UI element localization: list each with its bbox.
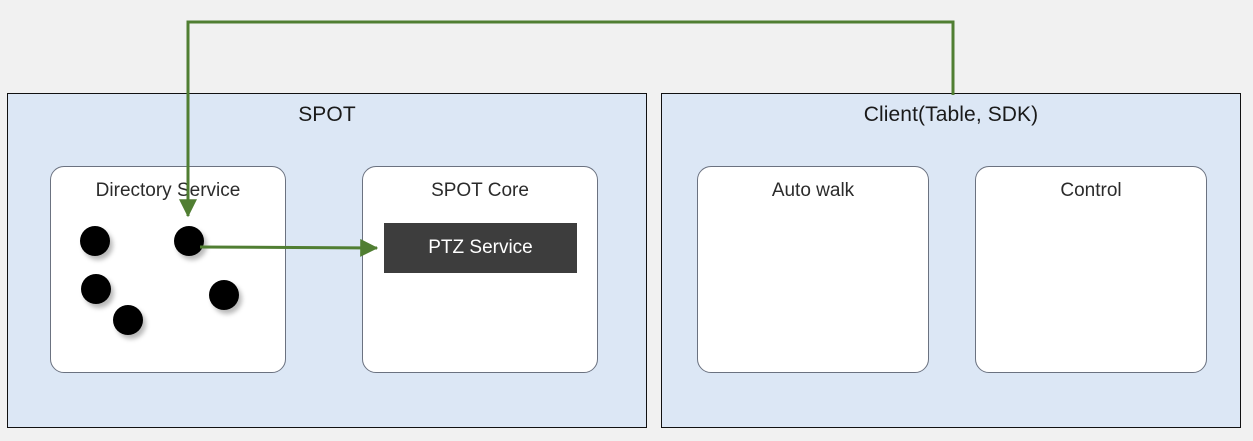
group-client-title: Client(Table, SDK) xyxy=(863,103,1039,126)
service-dot[interactable] xyxy=(80,226,110,256)
node-directory-service[interactable]: Directory Service xyxy=(50,166,286,373)
node-auto-walk-label: Auto walk xyxy=(771,180,855,201)
chip-ptz-service[interactable]: PTZ Service xyxy=(384,223,577,273)
node-control[interactable]: Control xyxy=(975,166,1207,373)
node-spot-core-label: SPOT Core xyxy=(431,180,529,201)
service-dot[interactable] xyxy=(209,280,239,310)
service-dot[interactable] xyxy=(113,305,143,335)
chip-ptz-service-label: PTZ Service xyxy=(428,237,533,258)
node-auto-walk[interactable]: Auto walk xyxy=(697,166,929,373)
group-spot-title: SPOT xyxy=(298,103,356,126)
service-dot-linked[interactable] xyxy=(174,226,204,256)
service-dot[interactable] xyxy=(81,274,111,304)
node-control-label: Control xyxy=(1060,180,1122,201)
node-directory-service-label: Directory Service xyxy=(95,180,241,201)
